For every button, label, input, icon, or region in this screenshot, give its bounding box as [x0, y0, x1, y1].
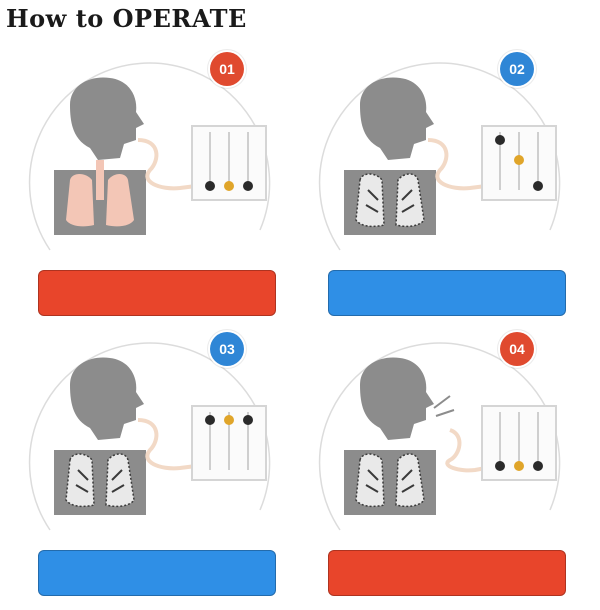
step-badge-1: 01: [210, 52, 244, 86]
ball-2: [224, 181, 234, 191]
step-4-illustration: [318, 342, 561, 531]
step-caption-2: [328, 270, 566, 316]
ball-3: [243, 181, 253, 191]
right-lung: [105, 453, 135, 508]
breathing-tube: [137, 138, 197, 191]
step-panel-2: 02: [300, 40, 590, 330]
page-title: How to OPERATE: [6, 4, 247, 33]
left-lung: [65, 453, 95, 508]
ball-2: [514, 155, 524, 165]
bronchi: [75, 469, 125, 493]
step-caption-4: [328, 550, 566, 596]
person-head-silhouette: [70, 77, 144, 160]
step-panel-3: 03: [10, 320, 300, 610]
ball-1: [495, 135, 505, 145]
step-panel-4: 04: [300, 320, 590, 610]
left-lung: [66, 174, 94, 227]
right-lung: [106, 174, 134, 227]
step-1-illustration: [28, 62, 271, 251]
right-lung: [395, 453, 425, 508]
breathing-tube: [427, 138, 487, 191]
step-caption-1: [38, 270, 276, 316]
breathing-tube: [137, 418, 197, 471]
step-2-illustration: [318, 62, 561, 251]
ball-1: [205, 415, 215, 425]
ball-2: [224, 415, 234, 425]
person-head-silhouette: [360, 357, 434, 440]
ball-3: [243, 415, 253, 425]
bronchi: [365, 189, 415, 213]
step-badge-4: 04: [500, 332, 534, 366]
bronchi: [365, 469, 415, 493]
person-head-silhouette: [360, 77, 434, 160]
step-badge-2: 02: [500, 52, 534, 86]
trachea: [96, 160, 104, 200]
step-3-illustration: [28, 342, 271, 531]
step-caption-3: [38, 550, 276, 596]
right-lung: [395, 173, 425, 228]
left-lung: [355, 173, 385, 228]
person-head-silhouette: [70, 357, 144, 440]
ball-3: [533, 461, 543, 471]
ball-1: [495, 461, 505, 471]
exhale-lines: [433, 395, 455, 417]
ball-3: [533, 181, 543, 191]
ball-1: [205, 181, 215, 191]
step-panel-1: 01: [10, 40, 300, 330]
ball-2: [514, 461, 524, 471]
left-lung: [355, 453, 385, 508]
step-badge-3: 03: [210, 332, 244, 366]
breathing-tube: [445, 428, 487, 473]
